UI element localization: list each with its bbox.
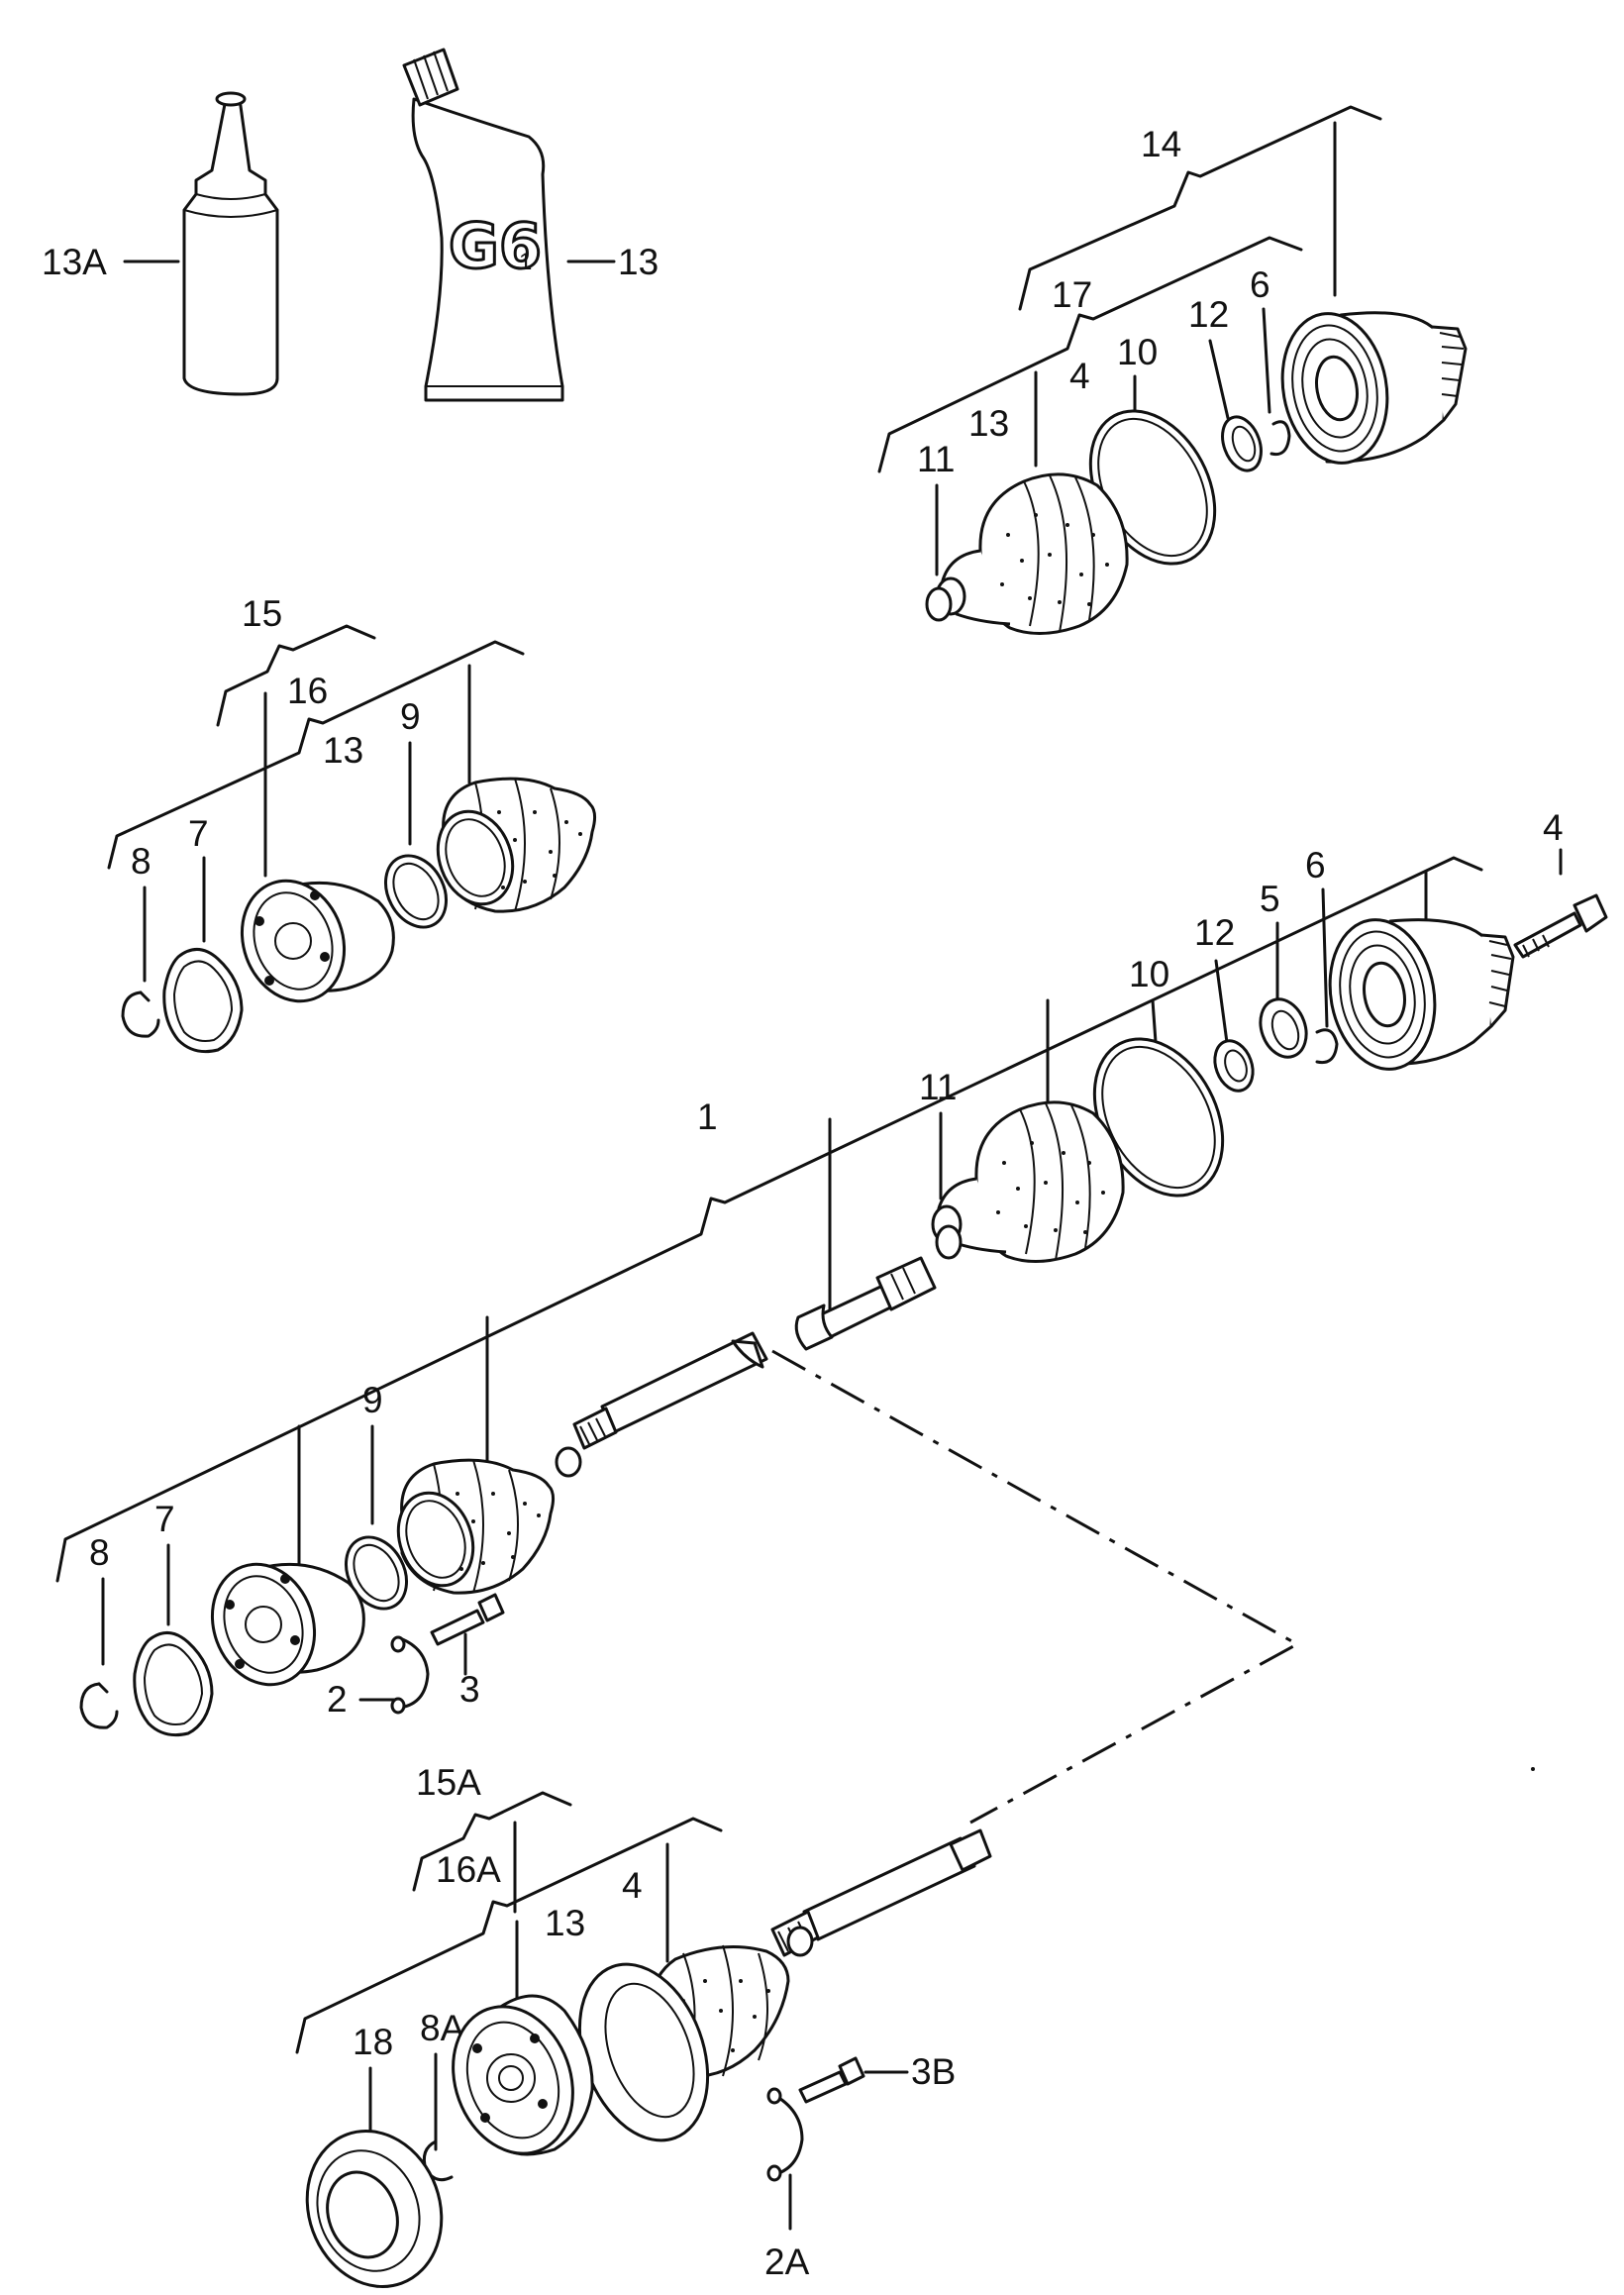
label-12-b: 12	[1194, 912, 1235, 953]
svg-text:1: 1	[519, 249, 532, 275]
inner-cv-joint-a	[240, 879, 395, 1003]
boot-main-inner	[396, 1458, 556, 1595]
label-2A: 2A	[764, 2242, 810, 2282]
label-15A: 15A	[416, 1762, 481, 1803]
circlip-6-a	[1269, 420, 1291, 457]
circlip-6-b	[1315, 1028, 1339, 1065]
label-6-b: 6	[1305, 845, 1326, 886]
label-11-a: 11	[917, 439, 955, 479]
label-13-b: 13	[323, 730, 363, 771]
label-8-a: 8	[131, 841, 152, 882]
dots-boot-b	[497, 810, 582, 889]
label-4-c: 4	[622, 1865, 643, 1906]
ring-12-b	[1213, 1039, 1255, 1093]
label-14: 14	[1141, 124, 1181, 164]
label-12-a: 12	[1188, 294, 1229, 335]
grease-bottle-13A	[182, 91, 279, 396]
label-9-b: 9	[362, 1380, 383, 1420]
shaft-bottom	[770, 1828, 992, 1957]
clamp-9-a	[384, 854, 448, 929]
boot-main-outer	[931, 1100, 1125, 1264]
label-2: 2	[327, 1679, 348, 1720]
label-8-b: 8	[89, 1532, 110, 1573]
label-1: 1	[697, 1096, 718, 1137]
ring-12-a	[1221, 415, 1263, 472]
tube-text: G6	[449, 210, 542, 282]
inner-cv-joint-main	[210, 1562, 365, 1687]
lock-plate-2A	[766, 2087, 804, 2182]
label-3: 3	[459, 1669, 480, 1710]
boot-4-a	[935, 472, 1129, 636]
label-13-c: 13	[545, 1903, 585, 1943]
label-13-a: 13	[968, 403, 1009, 444]
circlip-8-b	[79, 1682, 119, 1729]
label-5: 5	[1260, 879, 1280, 919]
label-4-b: 4	[1543, 807, 1564, 848]
dots-boot-inner	[456, 1492, 541, 1571]
circlip-8-a	[121, 991, 160, 1038]
label-10-b: 10	[1129, 954, 1169, 994]
bolt-4-b	[1513, 893, 1608, 959]
drive-shaft	[555, 1256, 937, 1478]
gasket-7-a	[162, 948, 244, 1054]
label-17: 17	[1052, 274, 1092, 315]
label-15: 15	[242, 593, 282, 634]
clamp-11-b	[935, 1224, 963, 1260]
label-7-a: 7	[188, 813, 209, 854]
bolt-3	[430, 1593, 505, 1646]
outer-cv-joint-main	[1328, 918, 1515, 1071]
label-9-a: 9	[400, 696, 421, 737]
gasket-7-b	[133, 1631, 214, 1737]
label-3B: 3B	[911, 2051, 956, 2092]
grease-tube-G6: G6 1	[402, 48, 564, 402]
label-10-a: 10	[1117, 332, 1158, 372]
label-11-b: 11	[919, 1067, 957, 1107]
inner-cv-joint-bottom	[452, 1994, 594, 2156]
label-18: 18	[353, 2022, 393, 2062]
label-16A: 16A	[436, 1849, 501, 1890]
lock-plate-2	[390, 1635, 430, 1715]
bolt-3B	[798, 2056, 865, 2104]
dots-boot-a	[1000, 513, 1109, 606]
label-16: 16	[287, 671, 328, 711]
ring-5	[1259, 997, 1308, 1059]
clamp-11-a	[925, 586, 953, 622]
label-4-a: 4	[1069, 356, 1090, 396]
label-6-a: 6	[1250, 264, 1270, 305]
label-13A: 13A	[42, 242, 107, 282]
dots-boot-main	[996, 1141, 1105, 1234]
cover-18	[305, 2130, 444, 2288]
label-13-top: 13	[618, 242, 659, 282]
clamp-9-b	[345, 1535, 408, 1611]
boot-13-b	[436, 777, 597, 913]
outer-cv-joint-top	[1280, 311, 1468, 465]
label-7-b: 7	[154, 1499, 175, 1539]
connector-dashdot	[771, 1349, 1301, 1825]
